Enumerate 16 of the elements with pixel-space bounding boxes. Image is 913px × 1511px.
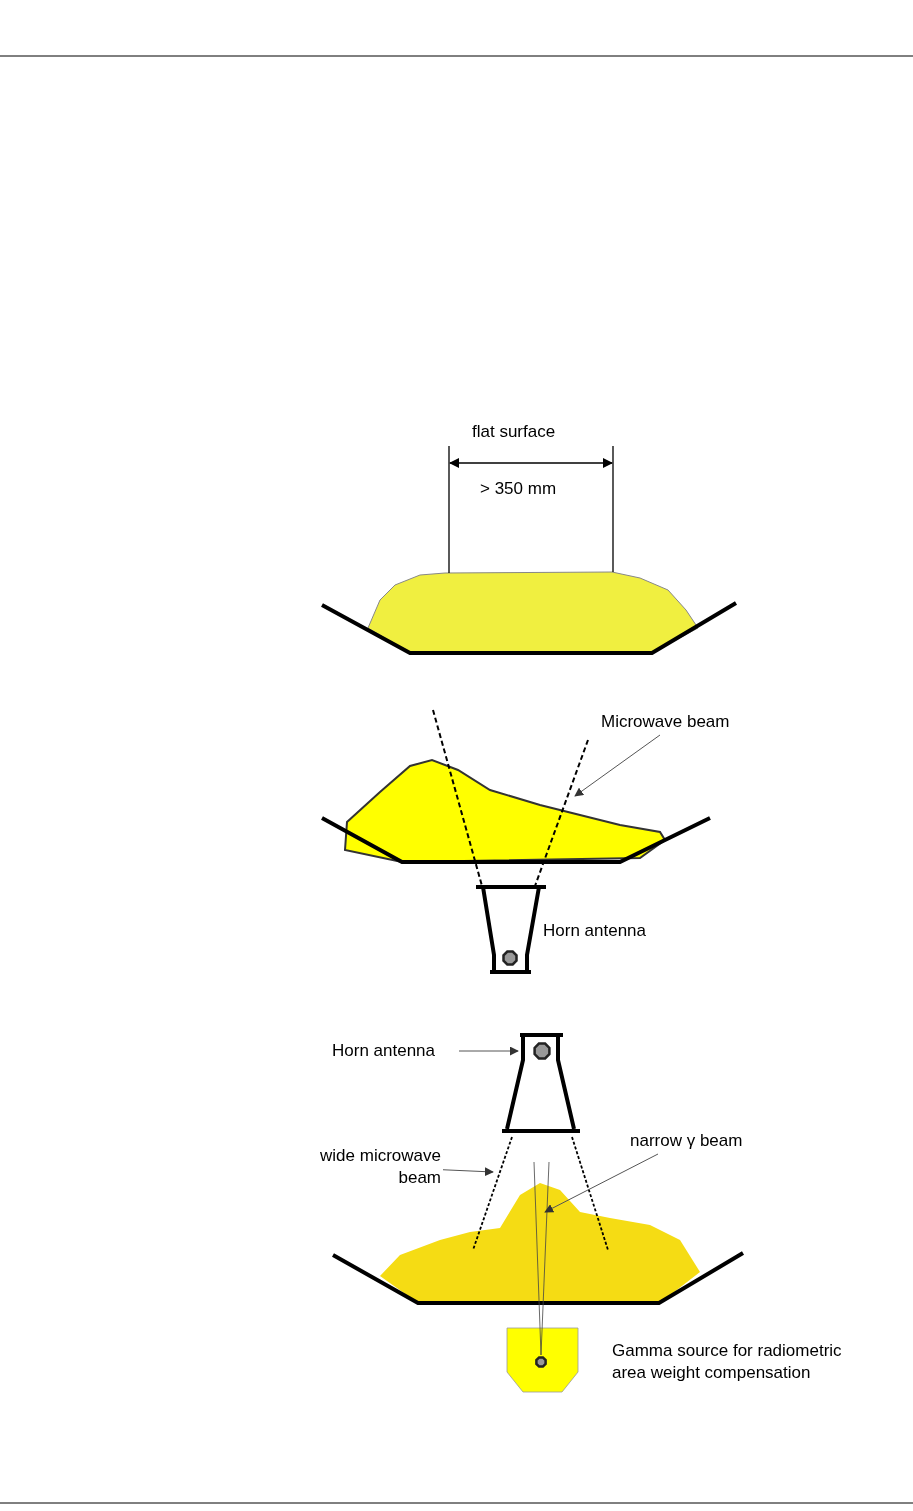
callout-text: wide microwave beam bbox=[313, 1145, 441, 1189]
part-label: Horn antenna bbox=[543, 920, 648, 942]
callout-text: narrow γ beam bbox=[630, 1130, 770, 1152]
leader-line bbox=[442, 1167, 494, 1177]
part-label: Gamma source for radiometric area weight compensation bbox=[612, 1340, 843, 1384]
dimension-value: > 350 mm bbox=[480, 478, 558, 500]
callout-text: Microwave beam bbox=[601, 711, 751, 733]
beam-line bbox=[534, 739, 589, 887]
beam-line bbox=[472, 1136, 513, 1251]
leader-line bbox=[544, 1153, 659, 1213]
dimension-caption: flat surface bbox=[472, 421, 557, 443]
callout-text: Horn antenna bbox=[332, 1040, 457, 1062]
gamma-beam-line bbox=[533, 1161, 550, 1356]
horn-antenna-drawing bbox=[500, 1033, 582, 1133]
leader-line bbox=[574, 734, 661, 797]
leader-line bbox=[458, 1046, 519, 1056]
